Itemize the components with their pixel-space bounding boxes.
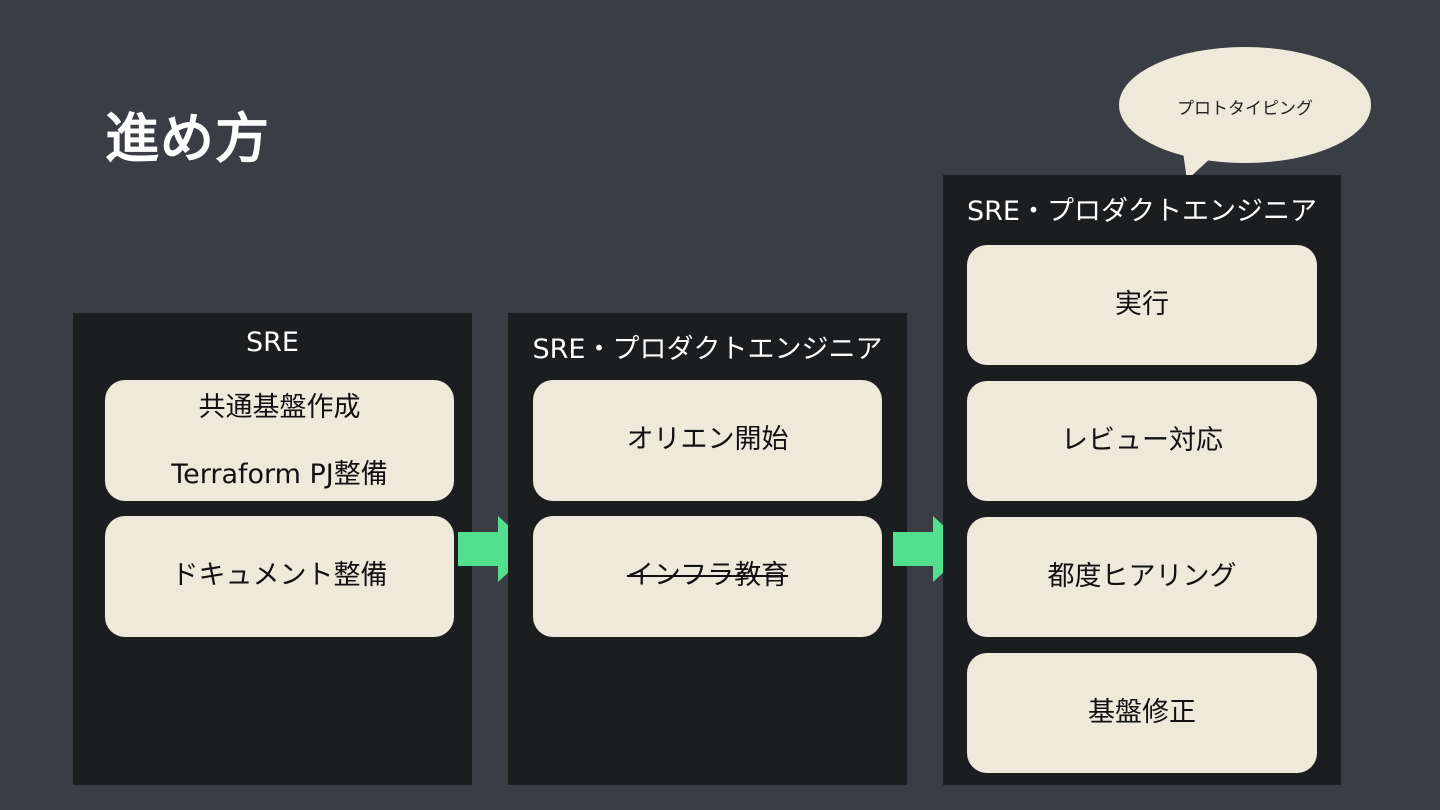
card-platform-fix: 基盤修正 xyxy=(967,653,1317,773)
card-execute: 実行 xyxy=(967,245,1317,365)
speech-bubble xyxy=(1119,47,1371,180)
card-line: ドキュメント整備 xyxy=(171,560,388,592)
card-line: 実行 xyxy=(1115,288,1169,320)
page-title: 進め方 xyxy=(105,107,270,170)
speech-bubble-text: プロトタイピング xyxy=(1177,99,1313,119)
card-line: Terraform PJ整備 xyxy=(171,458,388,490)
card-line: 基盤修正 xyxy=(1088,696,1196,728)
card-infra-education: インフラ教育 xyxy=(533,516,882,637)
card-line: レビュー対応 xyxy=(1061,424,1223,456)
card-orientation: オリエン開始 xyxy=(533,380,882,501)
column-header: SRE・プロダクトエンジニア xyxy=(967,196,1317,227)
card-hearing: 都度ヒアリング xyxy=(967,517,1317,637)
card-line-strikethrough: インフラ教育 xyxy=(626,560,789,592)
column-header: SRE・プロダクトエンジニア xyxy=(532,334,883,365)
column-sre-product: SRE・プロダクトエンジニア オリエン開始 インフラ教育 xyxy=(508,313,907,785)
column-header: SRE xyxy=(246,327,299,358)
card-document: ドキュメント整備 xyxy=(105,516,454,637)
column-sre: SRE 共通基盤作成 Terraform PJ整備 ドキュメント整備 xyxy=(73,313,472,785)
card-line: 共通基盤作成 xyxy=(198,392,361,423)
card-review: レビュー対応 xyxy=(967,381,1317,501)
card-common-platform: 共通基盤作成 Terraform PJ整備 xyxy=(105,380,454,501)
column-sre-product-prototyping: SRE・プロダクトエンジニア 実行 レビュー対応 都度ヒアリング 基盤修正 xyxy=(943,175,1341,785)
card-line: オリエン開始 xyxy=(626,424,789,456)
card-line: 都度ヒアリング xyxy=(1047,560,1237,592)
